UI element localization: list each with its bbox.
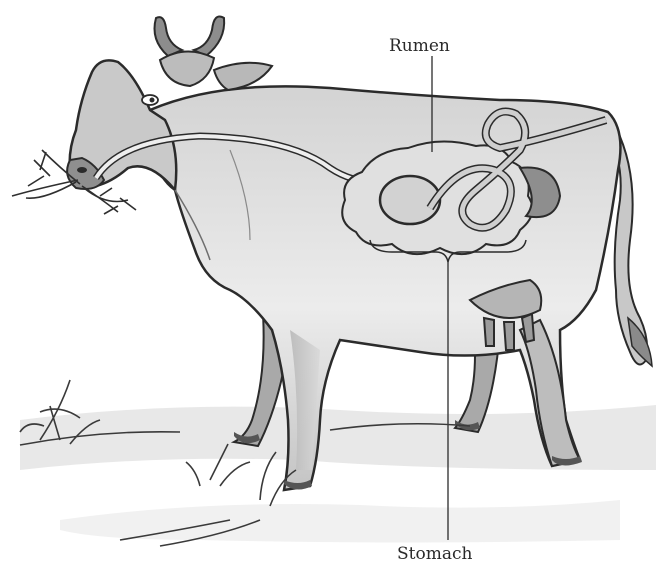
rumen-label: Rumen bbox=[389, 36, 450, 56]
stomach-label: Stomach bbox=[397, 544, 472, 564]
horn-left bbox=[155, 17, 183, 56]
horn-right bbox=[194, 17, 224, 57]
